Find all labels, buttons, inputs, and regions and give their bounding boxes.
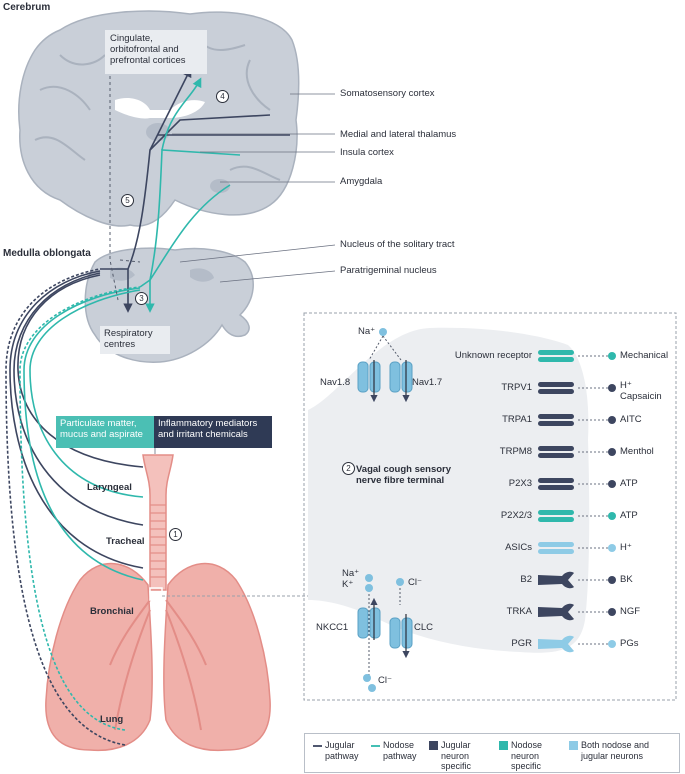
receptor-ligand-label: NGF [620, 606, 641, 617]
receptor-ligand-label: ATP [620, 478, 638, 489]
terminal-title: Vagal cough sensory nerve fibre terminal [356, 464, 452, 486]
receptor-ligand-label: Menthol [620, 446, 654, 457]
cerebrum-heading: Cerebrum [3, 2, 51, 13]
receptor-name-label: Unknown receptor [454, 350, 532, 361]
receptor-trpm8 [538, 446, 616, 458]
legend-nodose-pathway: Nodose pathway [383, 740, 417, 761]
callout-nts: Nucleus of the solitary tract [340, 239, 455, 250]
receptor-name-label: ASICs [505, 542, 532, 553]
nerve-terminal-shape [308, 327, 590, 653]
lungs-drawing [45, 563, 271, 752]
receptor-ligand-label: PGs [620, 638, 639, 649]
receptor-ligand-label: H⁺ Capsaicin [620, 380, 662, 402]
receptor-pgr [538, 635, 616, 653]
ion-label-cl-bottom: Cl⁻ [378, 675, 392, 686]
callout-amygdala: Amygdala [340, 176, 383, 187]
legend-both: Both nodose and jugular neurons [581, 740, 650, 761]
airway-label-tracheal: Tracheal [106, 536, 145, 547]
ion-channel-nav18 [357, 361, 381, 393]
callout-insula: Insula cortex [340, 147, 394, 158]
legend-nodose-specific: Nodose neuron specific [511, 740, 543, 771]
receptor-p2x2-3 [538, 510, 616, 522]
receptor-name-label: P2X3 [508, 478, 532, 489]
step-marker-1: 1 [169, 528, 182, 541]
dashed-connections [109, 70, 141, 301]
airway-label-laryngeal: Laryngeal [87, 482, 132, 493]
particulate-stimulus-box: Particulate matter, mucus and aspirate [56, 416, 156, 448]
receptor-b2 [538, 571, 616, 589]
channel-label-nav17: Nav1.7 [412, 377, 443, 388]
receptor-glyphs [538, 350, 616, 653]
receptor-name-label: P2X2/3 [500, 510, 532, 521]
ion-flow-lines [368, 335, 402, 680]
trachea-drawing [142, 454, 174, 601]
receptor-trka [538, 603, 616, 621]
receptor-p2x3 [538, 478, 616, 490]
channel-label-nav18: Nav1.8 [320, 377, 351, 388]
ion-label-na-top: Na⁺ [358, 326, 376, 337]
jugular-pathways [5, 67, 290, 746]
airway-label-lung: Lung [100, 714, 124, 725]
respiratory-centres-box: Respiratory centres [100, 326, 170, 354]
receptor-ligand-label: H⁺ [620, 542, 632, 553]
channel-label-nkcc1: NKCC1 [316, 622, 349, 633]
step-marker-2: 2 [342, 462, 355, 475]
cerebrum-drawing [18, 10, 300, 227]
receptor-ligand-label: ATP [620, 510, 638, 521]
step-marker-4: 4 [216, 90, 229, 103]
ion-flow-arrows [370, 360, 410, 659]
ion-channel-nav17 [389, 361, 413, 393]
callout-leaders [154, 93, 336, 454]
receptor-asics [538, 542, 616, 554]
receptor-name-label: TRKA [506, 606, 532, 617]
callout-paratrigeminal: Paratrigeminal nucleus [340, 265, 437, 276]
medulla-heading: Medulla oblongata [3, 248, 91, 259]
legend: Jugular pathway Nodose pathway Jugular n… [304, 733, 680, 773]
receptor-ligand-label: AITC [620, 414, 642, 425]
channel-label-clc: CLC [414, 622, 434, 633]
ion-dots [363, 328, 404, 692]
receptor-name-label: TRPM8 [499, 446, 532, 457]
ion-label-na-k: Na⁺ K⁺ [342, 568, 360, 590]
receptor-name-label: B2 [520, 574, 532, 585]
legend-swatches [313, 741, 578, 750]
legend-jugular-pathway: Jugular pathway [325, 740, 359, 761]
terminal-panel-frame [303, 312, 677, 701]
receptor-ligand-label: BK [620, 574, 633, 585]
callout-somatosensory: Somatosensory cortex [340, 88, 435, 99]
receptor-name-label: PGR [511, 638, 532, 649]
receptor-name-label: TRPV1 [501, 382, 532, 393]
ion-channel-nkcc1 [357, 607, 381, 639]
cortices-box: Cingulate, orbitofrontal and prefrontal … [105, 30, 207, 74]
receptor-ligand-label: Mechanical [620, 350, 669, 361]
receptor-trpv1 [538, 382, 616, 394]
receptor-trpa1 [538, 414, 616, 426]
callout-thalamus: Medial and lateral thalamus [340, 129, 457, 140]
nodose-pathways [19, 77, 241, 731]
step-marker-3: 3 [135, 292, 148, 305]
airway-label-bronchial: Bronchial [90, 606, 134, 617]
inflammatory-stimulus-box: Inflammatory mediators and irritant chem… [154, 416, 272, 448]
ion-channel-clc [389, 617, 413, 649]
legend-jugular-specific: Jugular neuron specific [441, 740, 472, 771]
receptor-unknown-receptor [538, 350, 616, 362]
ion-label-cl-top: Cl⁻ [408, 577, 422, 588]
receptor-name-label: TRPA1 [502, 414, 532, 425]
step-marker-5: 5 [121, 194, 134, 207]
